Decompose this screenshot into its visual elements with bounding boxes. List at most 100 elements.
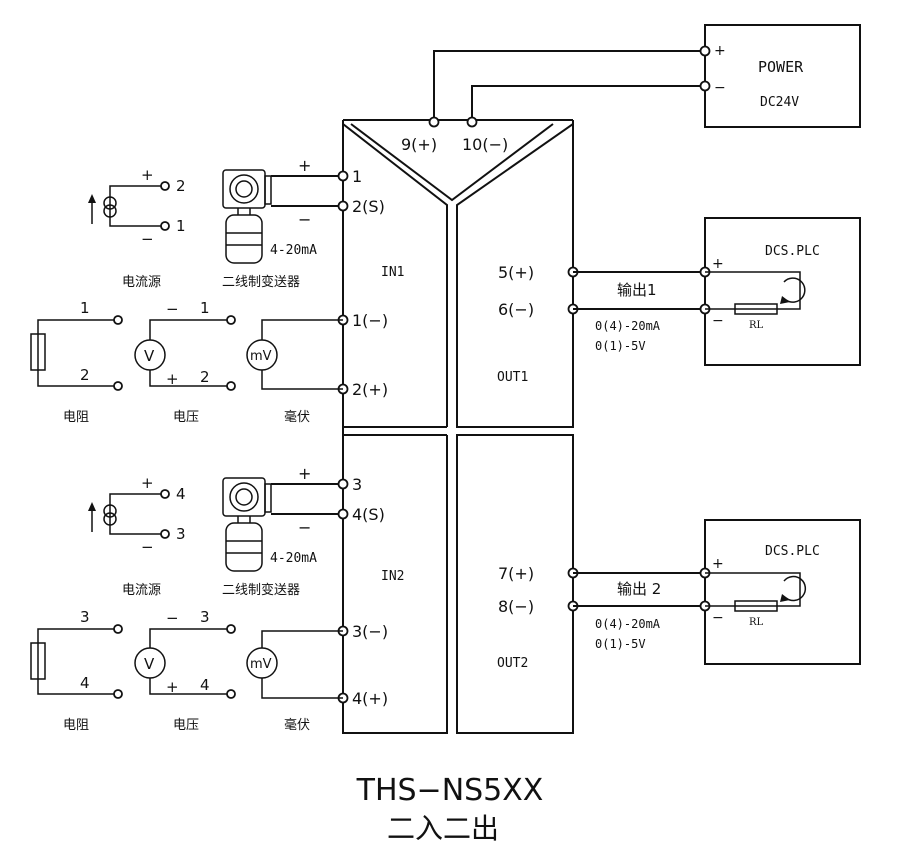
resistor-2: 3 4 电阻 <box>30 608 123 733</box>
transmitter-minus-sign: − <box>298 210 311 229</box>
dcs-plc-label-2: DCS.PLC <box>765 544 820 559</box>
transmitter-plus-sign: + <box>298 464 311 483</box>
svg-text:V: V <box>144 347 155 365</box>
resistor-1: 1 2 电阻 <box>30 299 123 425</box>
diagram-subtitle: 二入二出 <box>387 812 499 845</box>
voltage-caption: 电压 <box>173 718 199 733</box>
out1-name: 输出1 <box>617 281 657 299</box>
out2-plus-terminal: 7(+) <box>498 564 534 583</box>
in1-label: IN1 <box>381 265 404 280</box>
in1-terminal-4: 2(+) <box>352 380 388 399</box>
out2-name: 输出 2 <box>617 580 661 598</box>
out2-section <box>456 434 574 734</box>
in2-terminals: 3 4(S) 3(−) 4(+) IN2 <box>337 475 404 708</box>
power-supply: POWER DC24V + − <box>433 24 861 128</box>
out2-minus-terminal: 8(−) <box>498 597 534 616</box>
resistor-icon <box>30 333 46 371</box>
millivoltmeter-icon <box>246 647 278 679</box>
in2-terminal-3: 3(−) <box>352 622 388 641</box>
in2-terminal-4: 4(+) <box>352 689 388 708</box>
transmitter-range: 4-20mA <box>270 243 317 258</box>
rl-label-2: RL <box>749 617 764 628</box>
out1-range-voltage: 0(1)-5V <box>595 339 646 353</box>
channel-2: + − 4 3 电流源 + − 4-20mA 二线制变送器 <box>30 464 861 733</box>
svg-text:mV: mV <box>250 657 272 672</box>
in2-terminal-1: 3 <box>352 475 362 494</box>
source-minus-sign: − <box>141 538 154 556</box>
resistor-caption: 电阻 <box>63 718 89 733</box>
transmitter-plus-sign: + <box>298 156 311 175</box>
out2-range-current: 0(4)-20mA <box>595 617 661 631</box>
current-source-1: + − 2 1 电流源 <box>88 166 186 290</box>
dcs-minus-sign-1: − <box>712 313 724 329</box>
voltmeter-icon <box>134 339 166 371</box>
source-caption: 电流源 <box>122 583 161 598</box>
resistor-icon <box>30 642 46 680</box>
in1-terminal-3: 1(−) <box>352 311 388 330</box>
dcs-minus-sign-2: − <box>712 610 724 626</box>
current-loop-arrow-icon-2 <box>783 575 807 602</box>
voltage-terminal-1: 1 <box>200 299 210 317</box>
voltage-terminal-2: 2 <box>200 368 210 386</box>
terminal-9-label: 9(+) <box>401 135 437 154</box>
millivolt-caption: 毫伏 <box>284 409 310 425</box>
diagram-title: THS−NS5XX <box>356 773 544 808</box>
resistor-terminal-2: 2 <box>80 366 90 384</box>
transmitter-minus-sign: − <box>298 518 311 537</box>
dcs-plc-box-2 <box>704 519 861 665</box>
in2-label: IN2 <box>381 569 404 584</box>
current-loop-arrow-icon-1 <box>783 277 806 303</box>
load-resistor-icon-2 <box>734 600 778 612</box>
rl-label-1: RL <box>749 320 764 331</box>
out1-plus-terminal: 5(+) <box>498 263 534 282</box>
transmitter-2: + − 4-20mA 二线制变送器 <box>222 464 343 598</box>
output-1: 5(+) 6(−) OUT1 输出1 0(4)-20mA 0(1)-5V DCS… <box>497 217 861 385</box>
voltage-caption: 电压 <box>173 410 199 425</box>
millivoltmeter-icon <box>246 339 278 371</box>
out2-range-voltage: 0(1)-5V <box>595 637 646 651</box>
power-minus-wire <box>471 85 705 120</box>
power-plus-terminal <box>699 45 711 57</box>
power-minus-sign: − <box>714 80 726 96</box>
transmitter-caption: 二线制变送器 <box>222 274 300 290</box>
module-body: 9(+) 10(−) <box>342 116 574 734</box>
voltage-plus-sign: + <box>166 678 179 696</box>
power-voltage: DC24V <box>760 95 799 110</box>
current-source-2: + − 4 3 电流源 <box>88 474 186 598</box>
power-minus-terminal <box>699 80 711 92</box>
voltage-source-2: V − 3 + 4 电压 <box>134 608 236 733</box>
channel-1: + − 2 1 电流源 + − 4-20mA 二线制变送器 <box>30 156 861 425</box>
source-minus-sign: − <box>141 230 154 248</box>
resistor-terminal-1: 3 <box>80 608 90 626</box>
transmitter-range: 4-20mA <box>270 551 317 566</box>
dcs-plc-label-1: DCS.PLC <box>765 244 820 259</box>
source-plus-sign: + <box>141 166 154 184</box>
transmitter-caption: 二线制变送器 <box>222 582 300 598</box>
voltage-minus-sign: − <box>166 609 179 627</box>
power-plus-sign: + <box>714 43 726 59</box>
out2-label: OUT2 <box>497 656 528 671</box>
transmitter-body-icon <box>225 522 263 572</box>
terminal-10-label: 10(−) <box>462 135 508 154</box>
millivolt-source-1: mV 毫伏 <box>246 319 343 425</box>
in1-terminal-1: 1 <box>352 167 362 186</box>
voltage-source-1: V − 1 + 2 电压 <box>134 299 236 425</box>
svg-text:mV: mV <box>250 349 272 364</box>
svg-text:V: V <box>144 655 155 673</box>
out1-range-current: 0(4)-20mA <box>595 319 661 333</box>
voltage-terminal-2: 4 <box>200 676 210 694</box>
terminal-9 <box>428 116 440 128</box>
in1-terminals: 1 2(S) 1(−) 2(+) IN1 <box>337 167 404 399</box>
resistor-terminal-1: 1 <box>80 299 90 317</box>
power-name: POWER <box>758 58 804 76</box>
transmitter-1: + − 4-20mA 二线制变送器 <box>222 156 343 290</box>
power-plus-wire <box>433 50 705 120</box>
source-caption: 电流源 <box>122 275 161 290</box>
millivolt-caption: 毫伏 <box>284 717 310 733</box>
in2-terminal-2: 4(S) <box>352 505 385 524</box>
millivolt-source-2: mV 毫伏 <box>246 630 343 733</box>
in1-terminal-2: 2(S) <box>352 197 385 216</box>
transmitter-body-icon <box>225 214 263 264</box>
out1-label: OUT1 <box>497 370 528 385</box>
